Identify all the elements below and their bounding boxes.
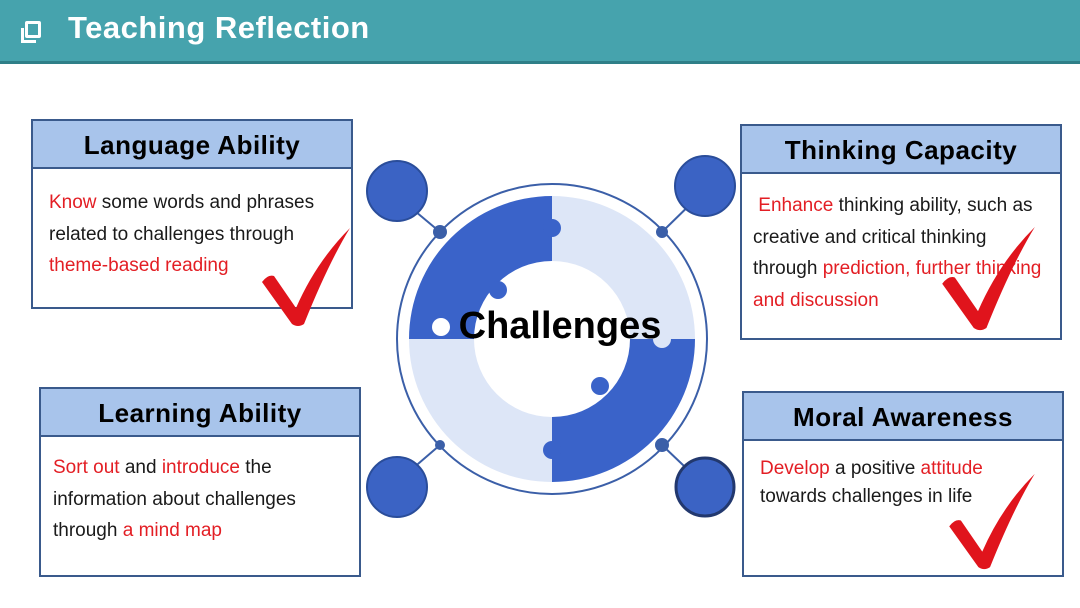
card-text-line: Know some words and phrases — [49, 187, 343, 219]
node-bottom-right — [674, 456, 736, 518]
card-header: Language Ability — [33, 121, 351, 169]
card-body: Know some words and phrases related to ch… — [49, 187, 343, 282]
body-text: and — [119, 457, 162, 478]
card-title: Language Ability — [83, 130, 301, 160]
card-header: Moral Awareness — [744, 393, 1062, 441]
card-header: Thinking Capacity — [742, 126, 1060, 174]
highlight-text: Sort out — [53, 457, 120, 478]
body-text: related to challenges through — [49, 223, 295, 245]
card-text-line: information about challenges — [53, 484, 351, 516]
red-checkmark-icon — [262, 228, 350, 326]
header-bar: Teaching Reflection — [0, 0, 1080, 64]
body-text: creative and critical thinking — [753, 226, 987, 248]
highlight-text: and discussion — [753, 289, 879, 311]
checkbox-square-icon — [21, 21, 41, 43]
card-text-line: Develop a positive attitude — [760, 455, 1054, 483]
card-body: Sort out and introduce the information ab… — [53, 452, 351, 547]
puzzle-piece-top-left — [409, 196, 552, 339]
body-text: some words and phrases — [96, 192, 315, 213]
body-text: the — [239, 457, 272, 478]
card-text-line: and discussion — [753, 285, 1052, 317]
card-language-ability: Language Ability Know some words and phr… — [31, 119, 353, 309]
card-text-line: creative and critical thinking — [753, 222, 1052, 254]
highlight-text: Develop — [760, 458, 830, 479]
corner-nodes — [366, 155, 736, 518]
card-text-line: theme-based reading — [49, 250, 343, 282]
node-top-left — [366, 160, 428, 222]
center-label: Challenges — [458, 305, 662, 347]
body-text: a positive — [829, 458, 921, 479]
red-checkmark-icon — [949, 473, 1035, 570]
card-body: Develop a positive attitude towards chall… — [760, 455, 1054, 511]
body-text: towards challenges in life — [760, 486, 973, 507]
puzzle-piece-top-right — [552, 196, 695, 339]
card-text-line: related to challenges through — [49, 219, 343, 251]
highlight-text: theme-based reading — [49, 255, 229, 276]
card-text-line: Sort out and introduce the — [53, 452, 351, 484]
puzzle-ring — [409, 196, 695, 482]
body-text: information about challenges — [53, 488, 296, 510]
node-bottom-left — [366, 456, 428, 518]
card-thinking-capacity: Thinking Capacity Enhance thinking abili… — [740, 124, 1062, 340]
body-text: through — [753, 258, 823, 279]
node-top-right — [674, 155, 736, 217]
card-title: Moral Awareness — [793, 402, 1013, 432]
page-title: Teaching Reflection — [68, 10, 370, 45]
card-text-line: Enhance thinking ability, such as — [753, 190, 1052, 222]
red-checkmark-icon — [942, 226, 1035, 331]
card-moral-awareness: Moral Awareness Develop a positive attit… — [742, 391, 1064, 577]
highlight-text: a mind map — [122, 520, 223, 541]
card-text-line: towards challenges in life — [760, 483, 1054, 511]
card-header: Learning Ability — [41, 389, 359, 437]
highlight-text: Know — [49, 192, 97, 213]
body-text: through — [53, 520, 123, 541]
puzzle-piece-bottom-left — [409, 339, 552, 482]
card-text-line: through a mind map — [53, 515, 351, 547]
highlight-text: attitude — [920, 458, 983, 479]
card-learning-ability: Learning Ability Sort out and introduce … — [39, 387, 361, 577]
card-title: Learning Ability — [98, 398, 302, 428]
puzzle-piece-bottom-right — [552, 339, 695, 482]
highlight-text: Enhance — [753, 195, 834, 216]
highlight-text: introduce — [161, 457, 240, 478]
card-title: Thinking Capacity — [784, 135, 1018, 165]
body-text: thinking ability, such as — [833, 195, 1033, 216]
outer-ring — [396, 183, 708, 495]
